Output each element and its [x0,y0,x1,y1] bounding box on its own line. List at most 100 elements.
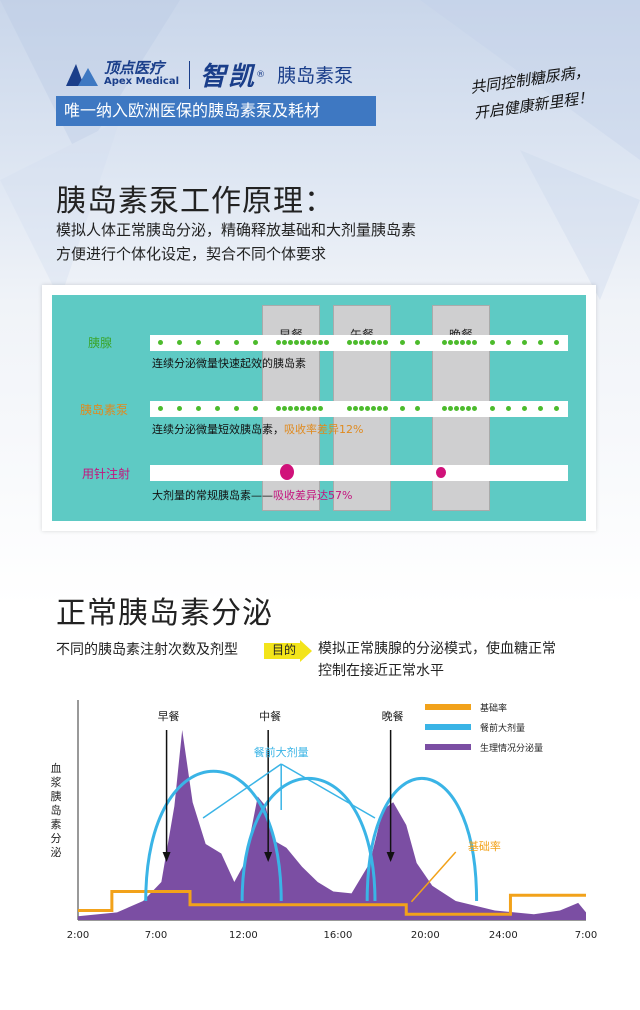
section1-desc-line2: 方便进行个体化设定，契合不同个体要求 [56,245,327,263]
bolus-pointer [202,763,282,819]
secretion-dot [371,340,376,345]
secretion-dot [415,406,420,411]
secretion-dot [347,340,352,345]
secretion-dot [253,340,258,345]
product-name: 胰岛素泵 [277,65,354,87]
purpose-badge: 目的 [272,643,297,657]
secretion-dot [538,340,543,345]
secretion-dot [371,406,376,411]
slogan: 共同控制糖尿病， 开启健康新里程！ [389,58,594,137]
secretion-dot [538,406,543,411]
basal-pointer [410,851,457,903]
legend-swatch [425,704,471,710]
meal-label: 早餐 [158,709,180,723]
secretion-dot [158,340,163,345]
injection-dose-small [436,467,446,478]
meal-label: 中餐 [259,709,281,723]
secretion-dot [365,406,370,411]
legend-label: 生理情况分泌量 [480,742,543,754]
secretion-dot [196,340,201,345]
secretion-dot [448,406,453,411]
section2-desc-line1: 不同的胰岛素注射次数及剂型 [56,642,238,658]
secretion-dot [318,406,323,411]
secretion-dot [215,406,220,411]
background-facets [0,0,640,300]
secretion-dot [276,340,281,345]
secretion-dot [359,340,364,345]
secretion-dot [318,340,323,345]
logo-en: Apex Medical [104,76,180,87]
secretion-dot [466,406,471,411]
basal-rate-line [78,890,586,916]
brand-name: 智凯 [200,62,257,92]
section1-desc: 模拟人体正常胰岛分泌，精确释放基础和大剂量胰岛素 方便进行个体化设定，契合不同个… [56,218,416,266]
header: 顶点医疗 Apex Medical 智凯 ® 胰岛素泵 唯一纳入欧洲医保的胰岛素… [0,0,640,140]
secretion-dot [324,340,329,345]
injection-dose-large [280,464,294,480]
bolus-annotation: 餐前大剂量 [254,745,309,759]
legend-swatch [425,724,471,730]
row-caption-pancreas: 连续分泌微量快速起效的胰岛素 [152,355,306,371]
x-tick-label: 7:00 [145,930,167,941]
secretion-dot [522,340,527,345]
row-label-injection: 用针注射 [82,467,131,481]
bolus-arc [240,776,377,902]
caption-extra: 吸收差异达57% [273,489,353,502]
secretion-dot [177,340,182,345]
secretion-dot [306,406,311,411]
secretion-dot [294,340,299,345]
meal-label: 晚餐 [382,709,404,723]
y-axis-label: 泌 [51,846,62,859]
secretion-dot [383,340,388,345]
secretion-dot [306,340,311,345]
logo-cn: 顶点医疗 [104,59,165,77]
secretion-dot [554,340,559,345]
section2-desc-line2: 模拟正常胰腺的分泌模式，使血糖正常 [318,641,556,657]
basal-annotation: 基础率 [468,839,501,853]
secretion-dot [442,340,447,345]
secretion-dot [282,340,287,345]
pump-bar [150,401,568,417]
secretion-dot [353,406,358,411]
meal-arrowhead [386,852,395,862]
y-axis-label: 血 [51,761,62,775]
secretion-dot [460,406,465,411]
secretion-dot [177,406,182,411]
row-caption-pump: 连续分泌微量短效胰岛素，吸收率差异12% [152,421,363,437]
section2-desc-right: 模拟正常胰腺的分泌模式，使血糖正常 控制在接近正常水平 [318,638,556,682]
x-tick-label: 7:00 [575,930,597,941]
secretion-dot [158,406,163,411]
bolus-pointer [280,763,376,819]
diagram-panel: 早餐 午餐 晚餐 胰腺 连续分泌微量快速起效的胰岛素 胰岛素泵 连续分泌微量短效… [52,295,586,521]
brand-registered: ® [256,69,266,80]
x-tick-label: 2:00 [67,930,89,941]
meal-arrowhead [264,852,273,862]
secretion-dot [215,340,220,345]
secretion-dot [282,406,287,411]
section2-desc-line3: 控制在接近正常水平 [318,663,444,679]
secretion-dot [472,340,477,345]
row-label-pancreas: 胰腺 [88,336,113,350]
row-label-pump: 胰岛素泵 [80,403,129,417]
secretion-dot [196,406,201,411]
caption-text: 连续分泌微量快速起效的胰岛素 [152,357,306,370]
purpose-arrow-icon [264,640,312,662]
y-axis-label: 浆 [51,775,62,789]
secretion-dot [522,406,527,411]
secretion-dot [234,340,239,345]
secretion-dot [454,406,459,411]
caption-text: 连续分泌微量短效胰岛素， [152,423,284,436]
secretion-dot [383,406,388,411]
secretion-dot [365,340,370,345]
secretion-dot [460,340,465,345]
x-tick-label: 24:00 [489,930,518,941]
secretion-dot [377,340,382,345]
physiological-secretion-area [78,730,586,920]
secretion-dot [490,340,495,345]
secretion-dot [312,340,317,345]
x-tick-label: 16:00 [323,930,352,941]
section1-desc-line1: 模拟人体正常胰岛分泌，精确释放基础和大剂量胰岛素 [56,221,417,239]
secretion-dot [472,406,477,411]
secretion-dot [288,406,293,411]
